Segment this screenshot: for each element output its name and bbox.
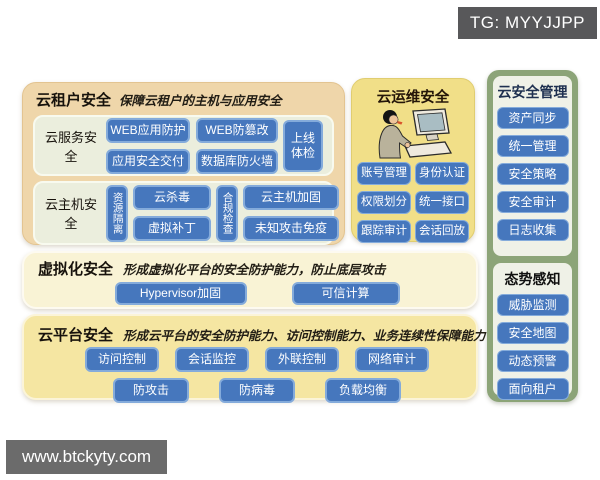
node-trace-audit: 跟踪审计 (357, 220, 411, 243)
node-tenant-facing: 面向租户 (496, 378, 569, 400)
node-session-monitoring: 会话监控 (175, 347, 249, 372)
group-cloud-security-management: 云安全管理 资产同步 统一管理 安全策略 安全审计 日志收集 (493, 76, 572, 256)
node-web-tamper-proof: WEB防篡改 (196, 117, 278, 143)
tenant-subtitle: 保障云租户的主机与应用安全 (119, 94, 282, 108)
group-cloud-service-security: 云服务安全 WEB应用防护 WEB防篡改 应用安全交付 数据库防火墙 上线体检 (33, 115, 334, 176)
node-dynamic-warning: 动态预警 (496, 350, 569, 372)
group-situational-awareness: 态势感知 威胁监测 安全地图 动态预警 面向租户 (493, 263, 572, 400)
node-hypervisor-hardening: Hypervisor加固 (114, 282, 247, 305)
node-online-checkup: 上线体检 (283, 119, 323, 172)
node-unified-interface: 统一接口 (415, 191, 469, 214)
virtualization-title: 虚拟化安全 (38, 261, 114, 278)
node-virtual-patch: 虚拟补丁 (133, 216, 211, 241)
node-load-balancing: 负载均衡 (325, 378, 401, 403)
node-app-secure-delivery: 应用安全交付 (106, 148, 190, 174)
operator-at-computer-illustration (378, 108, 453, 159)
tenant-title: 云租户安全 (36, 92, 112, 109)
host-security-label: 云主机安全 (44, 197, 97, 231)
platform-title: 云平台安全 (38, 327, 114, 344)
node-cloud-antivirus: 云杀毒 (133, 185, 211, 210)
node-database-firewall: 数据库防火墙 (196, 148, 278, 174)
site-watermark: www.btckyty.com (6, 440, 168, 474)
node-anti-attack: 防攻击 (113, 378, 189, 403)
panel-security-management-column: 云安全管理 资产同步 统一管理 安全策略 安全审计 日志收集 态势感知 威胁监测… (487, 70, 578, 402)
node-trusted-computing: 可信计算 (291, 282, 400, 305)
panel-cloud-tenant-security: 云租户安全 保障云租户的主机与应用安全 云服务安全 WEB应用防护 WEB防篡改… (22, 82, 345, 245)
node-threat-monitoring: 威胁监测 (496, 294, 569, 316)
telegram-badge: TG: MYYJJPP (457, 7, 597, 39)
node-security-audit: 安全审计 (496, 191, 569, 213)
node-compliance-check: 合规检查 (216, 184, 238, 242)
node-web-app-protection: WEB应用防护 (106, 117, 190, 143)
node-outbound-control: 外联控制 (265, 347, 339, 372)
group-cloud-host-security: 云主机安全 资源隔离 云杀毒 虚拟补丁 合规检查 云主机加固 未知攻击免疫 (33, 181, 339, 245)
node-security-policy: 安全策略 (496, 163, 569, 185)
service-node-grid: WEB应用防护 WEB防篡改 应用安全交付 数据库防火墙 (106, 117, 278, 174)
management-title: 云安全管理 (497, 84, 568, 100)
node-security-map: 安全地图 (496, 322, 569, 344)
node-unknown-attack-immunity: 未知攻击免疫 (243, 216, 339, 241)
node-asset-sync: 资产同步 (496, 107, 569, 129)
ops-node-grid: 账号管理 身份认证 权限划分 统一接口 跟踪审计 会话回放 (357, 162, 469, 243)
panel-cloud-platform-security: 云平台安全 形成云平台的安全防护能力、访问控制能力、业务连续性保障能力 访问控制… (22, 314, 486, 403)
node-anti-virus: 防病毒 (219, 378, 295, 403)
situational-title: 态势感知 (504, 271, 561, 287)
node-log-collection: 日志收集 (496, 219, 569, 241)
panel-virtualization-security: 虚拟化安全 形成虚拟化平台的安全防护能力，防止底层攻击 Hypervisor加固… (22, 251, 478, 309)
node-account-management: 账号管理 (357, 162, 411, 185)
virtualization-subtitle: 形成虚拟化平台的安全防护能力，防止底层攻击 (123, 263, 386, 277)
node-session-replay: 会话回放 (415, 220, 469, 243)
node-access-control: 访问控制 (85, 347, 159, 372)
node-identity-authentication: 身份认证 (415, 162, 469, 185)
node-resource-isolation: 资源隔离 (106, 184, 128, 242)
node-host-hardening: 云主机加固 (243, 185, 339, 210)
ops-title: 云运维安全 (376, 90, 450, 106)
node-permission-division: 权限划分 (357, 191, 411, 214)
node-network-audit: 网络审计 (355, 347, 429, 372)
panel-cloud-ops-security: 云运维安全 账号管理 身份认证 权限划分 统一接口 跟踪审计 会话回放 (351, 78, 475, 243)
node-unified-management: 统一管理 (496, 135, 569, 157)
platform-subtitle: 形成云平台的安全防护能力、访问控制能力、业务连续性保障能力 (123, 329, 486, 343)
service-security-label: 云服务安全 (44, 129, 97, 164)
